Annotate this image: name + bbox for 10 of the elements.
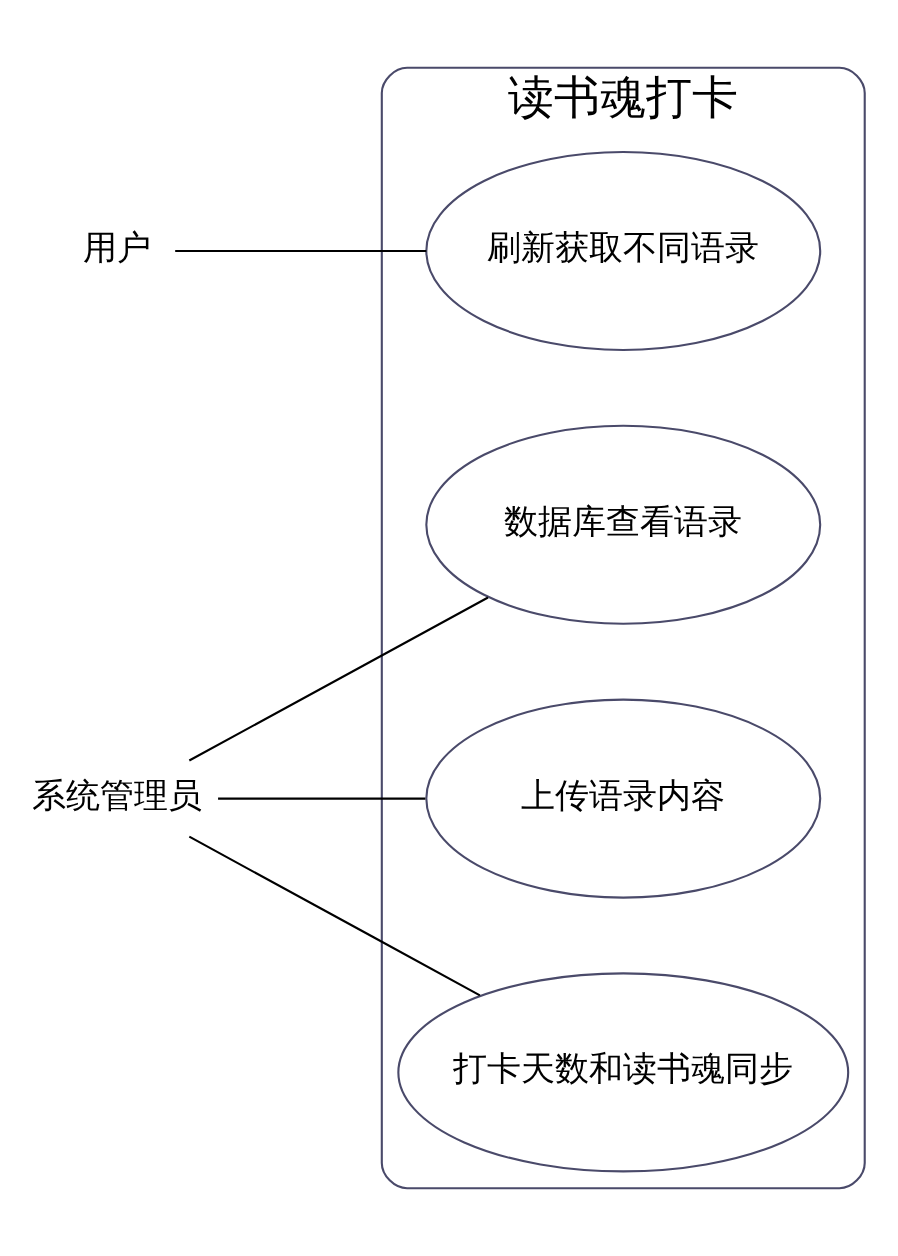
node-text: 系统管理员 [31, 775, 202, 815]
connector [188, 596, 489, 762]
node-ellipse: 打卡天数和读书魂同步 [396, 972, 849, 1173]
node-ellipse: 上传语录内容 [424, 698, 821, 899]
node-text: 用户 [82, 227, 151, 267]
connector [188, 835, 480, 997]
connector [217, 797, 425, 800]
connector [174, 249, 426, 253]
node-ellipse: 数据库查看语录 [424, 424, 821, 625]
node-ellipse: 刷新获取不同语录 [424, 150, 821, 352]
